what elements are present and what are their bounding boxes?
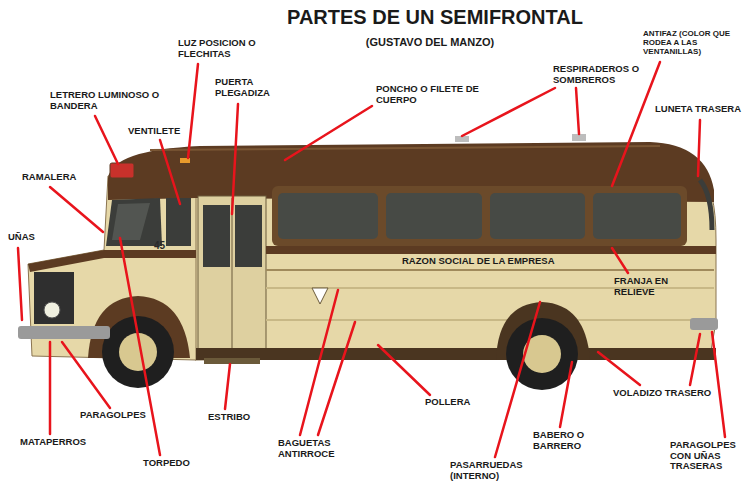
leader-line (188, 64, 198, 158)
part-label: VOLADIZO TRASERO (613, 388, 711, 399)
leader-line (95, 116, 118, 164)
company-name: RAZON SOCIAL DE LA EMPRESA (402, 256, 555, 267)
leader-line (300, 290, 338, 435)
rub-molding (266, 319, 714, 321)
leader-line (576, 88, 579, 134)
window (386, 193, 482, 239)
part-label: VENTILETE (128, 126, 180, 137)
headlight (44, 302, 60, 318)
leader-line (225, 364, 230, 409)
leader-line (598, 352, 640, 385)
relief-stripe (266, 269, 714, 271)
window (593, 193, 681, 239)
part-label: POLLERA (425, 397, 470, 408)
leader-line (698, 120, 700, 176)
emblem (312, 288, 328, 304)
leader-line (62, 342, 110, 408)
part-label: PUERTA PLEGADIZA (215, 77, 281, 98)
part-label: LETRERO LUMINOSO O BANDERA (50, 90, 162, 111)
part-label: BABERO O BARRERO (533, 430, 595, 451)
leader-line (18, 248, 22, 320)
part-label: LUNETA TRASERA (655, 104, 741, 115)
part-label: PARAGOLPES (80, 410, 146, 421)
diagram-title: PARTES DE UN SEMIFRONTAL (270, 6, 600, 28)
window-surround (272, 186, 687, 246)
part-label: PARAGOLPES CON UÑAS TRASERAS (670, 440, 744, 472)
part-label: ANTIFAZ (COLOR QUE RODEA A LAS VENTANILL… (643, 30, 745, 57)
door (198, 196, 266, 358)
door-window (203, 205, 230, 267)
windshield (106, 198, 162, 246)
part-label: UÑAS (8, 232, 35, 243)
part-label: PASARRUEDAS (INTERNO) (450, 460, 532, 481)
part-label: PONCHO O FILETE DE CUERPO (376, 84, 488, 105)
leader-line (462, 88, 555, 136)
leader-lines (18, 62, 725, 457)
grille (34, 272, 74, 324)
door-window (235, 205, 262, 267)
side-window (166, 198, 191, 246)
door-fold (232, 198, 233, 356)
leader-line (49, 342, 52, 434)
part-label: FRANJA EN RELIEVE (614, 276, 684, 297)
leader-line (712, 332, 725, 437)
leader-line (690, 334, 700, 385)
body-stripe (266, 246, 716, 254)
skirt (196, 348, 716, 360)
part-label: LUZ POSICION O FLECHITAS (178, 38, 260, 59)
part-label: ESTRIBO (208, 412, 250, 423)
step (204, 358, 260, 364)
leader-line (120, 238, 160, 455)
leader-line (160, 140, 180, 204)
leader-line (232, 104, 238, 214)
part-label: TORPEDO (143, 458, 190, 469)
front-wheel (102, 316, 174, 388)
leader-line (560, 362, 572, 427)
windshield-glare (112, 203, 150, 240)
author-credit: (GUSTAVO DEL MANZO) (340, 36, 520, 48)
part-label: RAMALERA (22, 172, 76, 183)
leader-line (612, 248, 628, 273)
leader-line (612, 62, 660, 186)
window (278, 193, 378, 239)
leader-line (378, 345, 430, 395)
part-label: MATAPERROS (20, 437, 86, 448)
window (490, 193, 585, 239)
route-sign (110, 163, 134, 178)
part-label: BAGUETAS ANTIRROCE (278, 438, 344, 459)
leader-line (318, 322, 355, 435)
leader-line (50, 187, 103, 232)
front-bumper (18, 326, 110, 339)
bus-body (195, 172, 716, 360)
rear-window (700, 180, 712, 230)
roof-line (150, 146, 660, 150)
part-label: RESPIRADEROS O SOMBREROS (553, 64, 653, 85)
fleet-number: 45 (154, 240, 165, 251)
rear-bumper (690, 318, 718, 330)
hood-stripe (28, 250, 196, 272)
leader-line (285, 106, 372, 160)
